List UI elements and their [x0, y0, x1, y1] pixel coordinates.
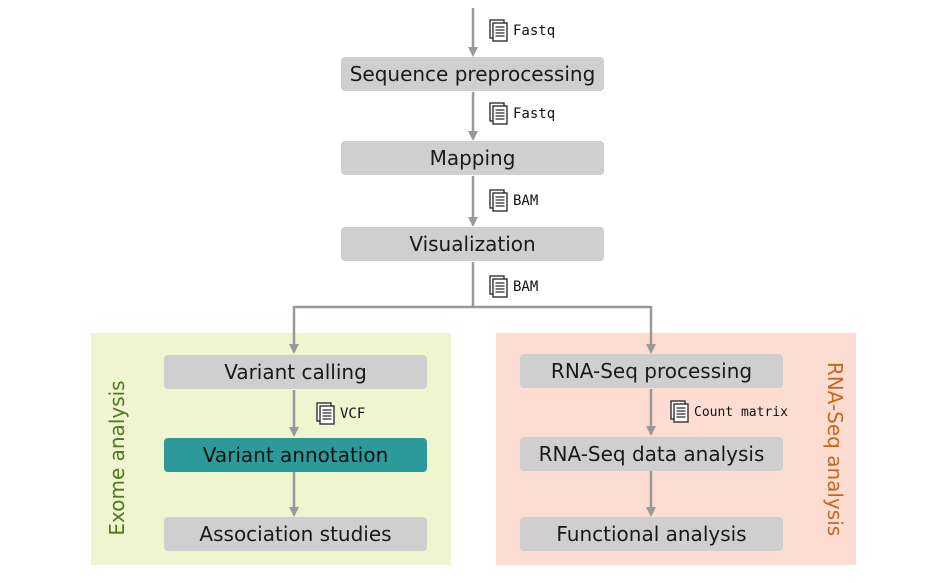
file-input-label: Fastq	[513, 23, 556, 39]
file-count-matrix: Count matrix	[670, 400, 788, 424]
step-sequence-preprocessing: Sequence preprocessing	[341, 57, 604, 91]
file-visualized-label: BAM	[513, 279, 539, 295]
step-functional-analysis: Functional analysis	[520, 517, 783, 551]
document-icon	[670, 400, 689, 423]
step-rnaseq-data-analysis: RNA-Seq data analysis	[520, 437, 783, 471]
document-icon	[489, 102, 508, 125]
file-preprocessed: Fastq	[489, 102, 555, 126]
step-visualization: Visualization	[341, 227, 604, 261]
file-preprocessed-label: Fastq	[513, 106, 556, 122]
document-icon	[316, 402, 335, 425]
step-rnaseq-processing: RNA-Seq processing	[520, 354, 783, 388]
file-count-matrix-label: Count matrix	[694, 404, 788, 420]
step-mapping: Mapping	[341, 141, 604, 175]
file-vcf-label: VCF	[340, 406, 366, 422]
step-variant-annotation: Variant annotation	[164, 438, 427, 472]
document-icon	[489, 275, 508, 298]
file-vcf: VCF	[316, 402, 365, 426]
file-mapped: BAM	[489, 189, 538, 213]
document-icon	[489, 189, 508, 212]
step-variant-calling: Variant calling	[164, 355, 427, 389]
document-icon	[489, 19, 508, 42]
file-visualized: BAM	[489, 275, 538, 299]
file-input: Fastq	[489, 19, 555, 43]
file-mapped-label: BAM	[513, 193, 539, 209]
step-association-studies: Association studies	[164, 517, 427, 551]
